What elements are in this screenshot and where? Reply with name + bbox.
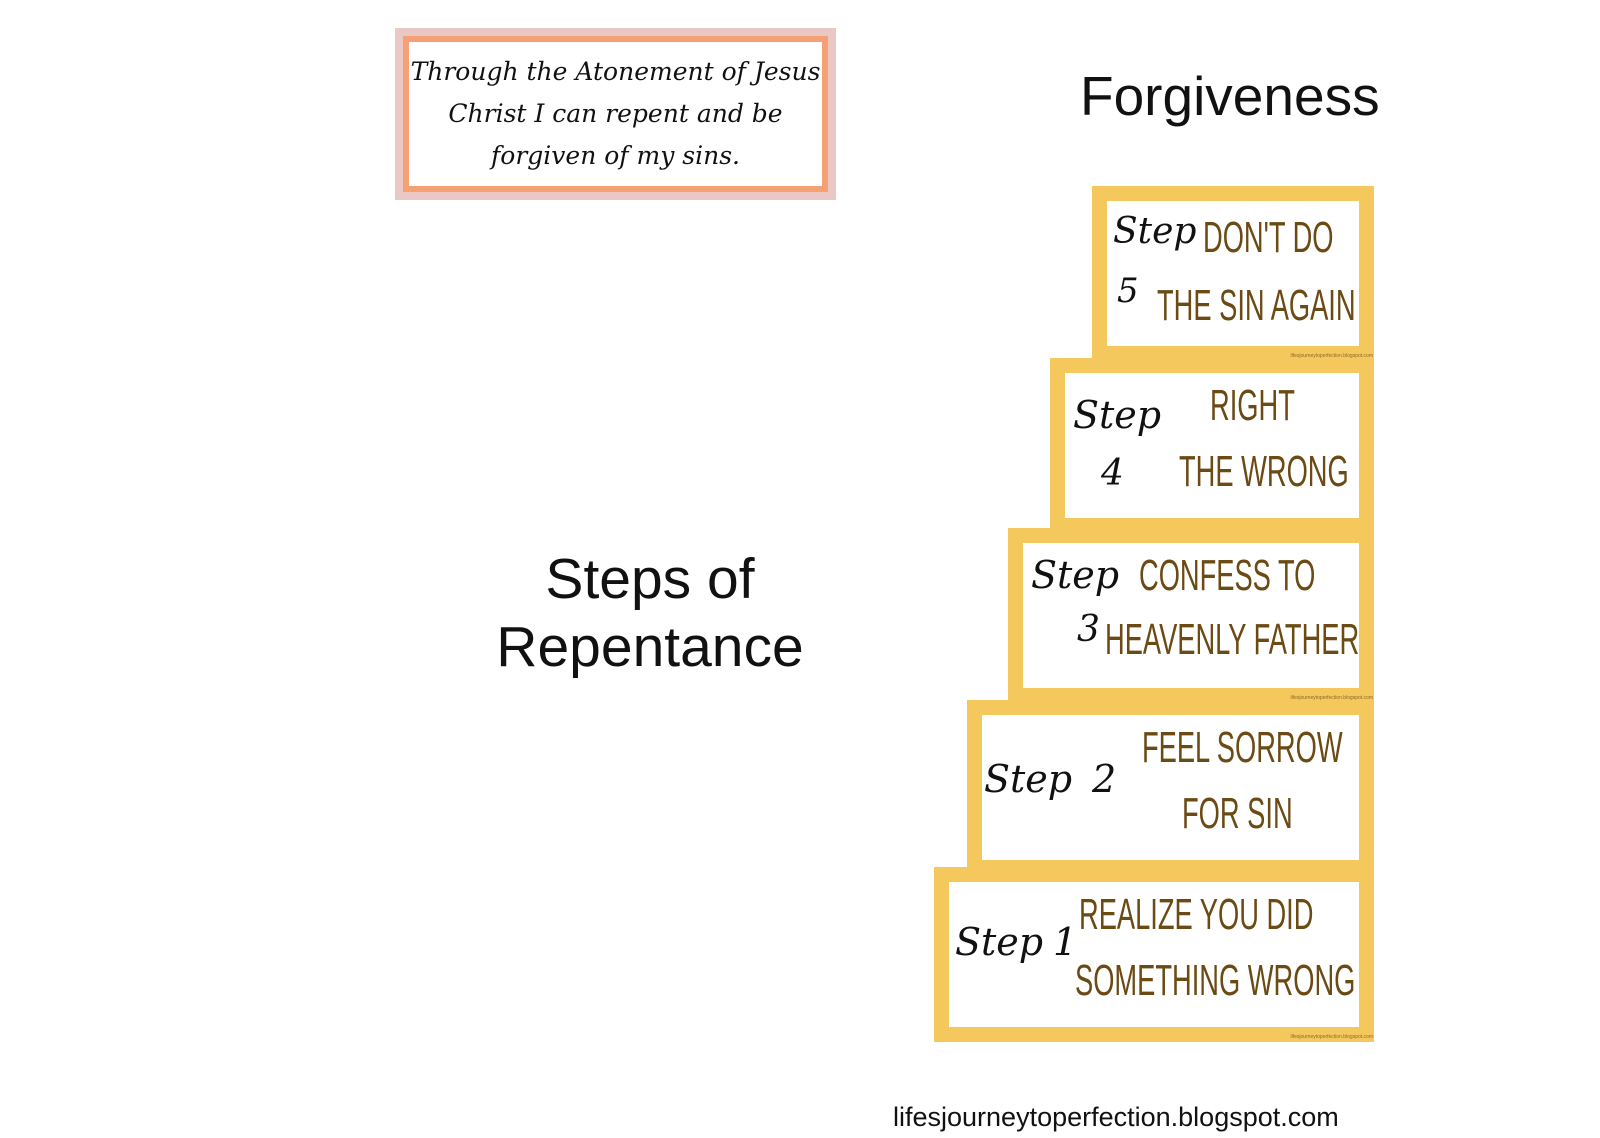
forgiveness-title: Forgiveness	[1080, 65, 1380, 127]
step-2-text-line-2: FOR SIN	[1182, 789, 1293, 838]
step-3-text-line-1: CONFESS TO	[1139, 551, 1316, 600]
step-4-inner: Step 4 RIGHT THE WRONG	[1065, 373, 1359, 518]
step-2-inner: Step 2 FEEL SORROW FOR SIN	[982, 715, 1359, 860]
step-2-card: Step 2 FEEL SORROW FOR SIN	[967, 700, 1374, 875]
quote-card-inner: Through the Atonement of Jesus Christ I …	[403, 36, 828, 192]
step-5-tiny-credit: lifesjourneytoperfection.blogspot.com	[1290, 353, 1373, 359]
step-3-label-number: 3	[1077, 609, 1100, 650]
step-1-text-line-1: REALIZE YOU DID	[1079, 890, 1314, 939]
step-1-label-word: Step	[955, 920, 1044, 964]
step-5-text-line-2: THE SIN AGAIN	[1157, 281, 1356, 330]
step-2-text-line-1: FEEL SORROW	[1142, 723, 1343, 772]
step-3-text-line-2: HEAVENLY FATHER	[1105, 615, 1360, 664]
step-1-inner: Step 1 REALIZE YOU DID SOMETHING WRONG l…	[949, 882, 1373, 1040]
step-2-label-word: Step	[984, 757, 1073, 801]
quote-text: Through the Atonement of Jesus Christ I …	[410, 57, 821, 170]
step-5-label-number: 5	[1117, 271, 1139, 311]
step-5-text-line-1: DON'T DO	[1203, 213, 1334, 262]
step-4-text-line-2: THE WRONG	[1179, 447, 1349, 496]
step-1-text-line-2: SOMETHING WRONG	[1075, 956, 1356, 1005]
quote-card: Through the Atonement of Jesus Christ I …	[395, 28, 836, 200]
step-1-tiny-credit: lifesjourneytoperfection.blogspot.com	[1290, 1034, 1373, 1040]
step-4-label-word: Step	[1073, 393, 1162, 437]
step-1-label-number: 1	[1053, 920, 1078, 964]
step-4-text-line-1: RIGHT	[1210, 381, 1295, 430]
site-credit: lifesjourneytoperfection.blogspot.com	[893, 1102, 1339, 1132]
step-5-card: Step 5 DON'T DO THE SIN AGAIN lifesjourn…	[1092, 186, 1374, 361]
step-5-label-word: Step	[1113, 211, 1197, 252]
step-3-tiny-credit: lifesjourneytoperfection.blogspot.com	[1290, 695, 1373, 701]
step-1-card: Step 1 REALIZE YOU DID SOMETHING WRONG l…	[934, 867, 1374, 1042]
step-4-card: Step 4 RIGHT THE WRONG	[1050, 358, 1374, 533]
step-3-inner: Step 3 CONFESS TO HEAVENLY FATHER lifesj…	[1023, 543, 1373, 701]
step-2-label-number: 2	[1092, 757, 1117, 801]
step-3-label-word: Step	[1031, 553, 1120, 597]
step-4-label-number: 4	[1101, 453, 1124, 494]
step-3-card: Step 3 CONFESS TO HEAVENLY FATHER lifesj…	[1008, 528, 1374, 703]
step-5-inner: Step 5 DON'T DO THE SIN AGAIN lifesjourn…	[1107, 201, 1373, 359]
steps-of-repentance-title: Steps of Repentance	[496, 547, 804, 679]
